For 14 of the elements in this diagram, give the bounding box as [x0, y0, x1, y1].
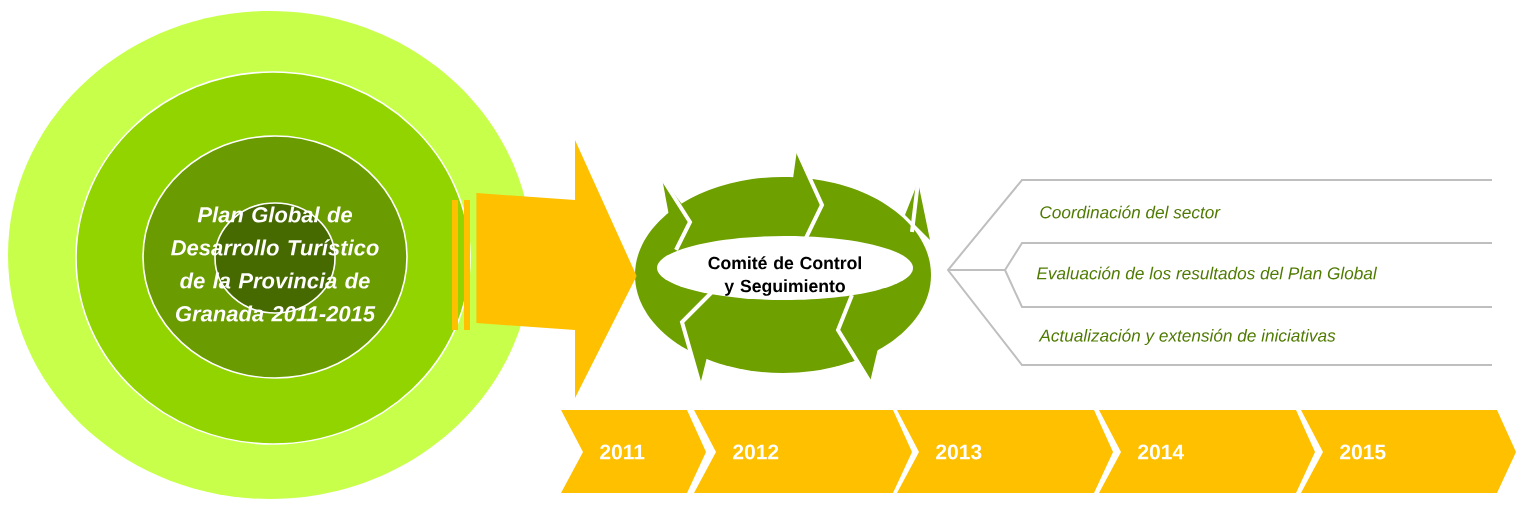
node-label: 2014	[1138, 444, 1184, 460]
cycle-ring: Comité de Control y Seguimiento	[635, 149, 931, 386]
timeline-segment: 2012	[694, 410, 912, 493]
item-text: Actualización y extensión de iniciativas	[1038, 328, 1336, 346]
timeline-segment: 2015	[1301, 410, 1516, 493]
timeline-segment: 2013	[897, 410, 1113, 493]
node-label: 2012	[733, 444, 779, 460]
node-label: 2013	[936, 444, 982, 460]
timeline-segment: 2011	[561, 410, 706, 493]
item-text: Evaluación de los resultados del Plan Global	[1036, 266, 1378, 280]
block-arrow	[476, 140, 637, 398]
timeline-segment: 2014	[1099, 410, 1315, 493]
node-label: 2015	[1340, 444, 1386, 460]
item-text: Coordinación del sector	[1040, 205, 1221, 219]
